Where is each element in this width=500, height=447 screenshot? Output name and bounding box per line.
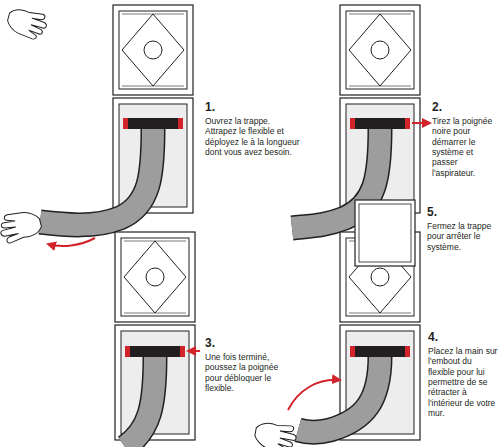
step-instruction: Ouvrez la trappe. Attrapez le flexible e… — [205, 116, 303, 157]
step-instruction: Tirez la poignée noire pour démarrer le … — [432, 116, 498, 178]
motion-arrow — [48, 238, 95, 246]
step-number: 4. — [428, 330, 458, 345]
motion-arrow — [412, 122, 430, 124]
step-instruction: Une fois terminé, poussez la poignée pou… — [205, 352, 297, 393]
step-number: 1. — [205, 100, 235, 115]
closed-trap — [355, 200, 415, 266]
motion-arrow — [188, 350, 200, 352]
step-number: 2. — [432, 100, 462, 115]
step-instruction: Fermez la trappe pour arrêter le système… — [427, 221, 497, 252]
step-number: 5. — [427, 205, 457, 220]
motion-arrow — [288, 380, 340, 410]
step-instruction: Placez la main sur l'embout du flexible … — [428, 346, 498, 419]
step-number: 3. — [205, 336, 235, 351]
